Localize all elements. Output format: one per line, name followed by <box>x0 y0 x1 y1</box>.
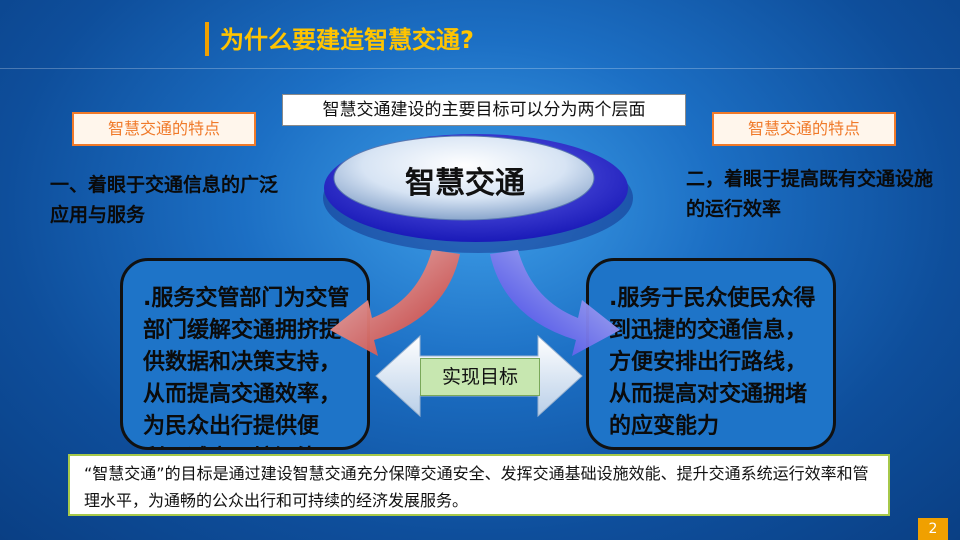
summary-box: “智慧交通”的目标是通过建设智慧交通充分保障交通安全、发挥交通基础设施效能、提升… <box>68 454 890 516</box>
heading-left: 一、着眼于交通信息的广泛应用与服务 <box>50 174 279 226</box>
target-label: 实现目标 <box>420 358 540 396</box>
left-rounded-box: .服务交管部门为交管部门缓解交通拥挤提供数据和决策支持，从而提高交通效率，为民众… <box>120 258 370 450</box>
title-accent-bar <box>205 22 209 56</box>
feature-label-left: 智慧交通的特点 <box>72 112 256 146</box>
heading-right: 二，着眼于提高既有交通设施的运行效率 <box>686 168 934 220</box>
slide-title: 为什么要建造智慧交通? <box>220 26 474 54</box>
page-number: 2 <box>918 518 948 540</box>
blue-curved-arrow-icon <box>490 250 620 356</box>
title-divider <box>0 68 960 69</box>
goal-box: 智慧交通建设的主要目标可以分为两个层面 <box>282 94 686 126</box>
red-curved-arrow-icon <box>330 250 460 356</box>
left-box-text: .服务交管部门为交管部门缓解交通拥挤提供数据和决策支持，从而提高交通效率，为民众… <box>143 286 350 447</box>
center-label: 智慧交通 <box>405 166 525 201</box>
feature-label-right: 智慧交通的特点 <box>712 112 896 146</box>
right-rounded-box: .服务于民众使民众得到迅捷的交通信息，方便安排出行路线，从而提高对交通拥堵的应变… <box>586 258 836 450</box>
right-box-text: .服务于民众使民众得到迅捷的交通信息，方便安排出行路线，从而提高对交通拥堵的应变… <box>609 286 816 439</box>
center-ellipse-icon <box>323 134 633 253</box>
